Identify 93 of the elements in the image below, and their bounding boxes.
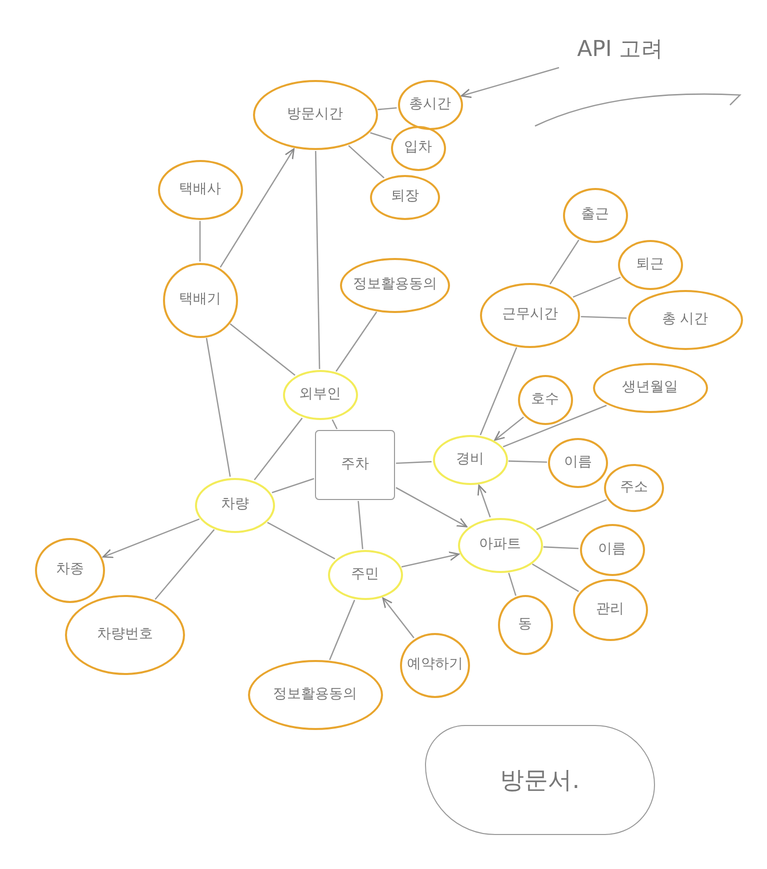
topic-bubble (340, 258, 450, 312)
bubble-label: 주소 (620, 480, 648, 496)
connector-line (572, 276, 621, 298)
connector-line (332, 419, 338, 430)
arrow (460, 67, 560, 98)
connector-line (508, 460, 548, 463)
topic-bubble (518, 375, 572, 425)
topic-bubble (328, 550, 402, 600)
note-box (425, 725, 655, 835)
connector-line (199, 221, 201, 262)
topic-bubble (592, 363, 708, 413)
connector-line (272, 478, 314, 494)
topic-bubble (252, 80, 378, 150)
bubble-label: 호수 (531, 392, 559, 408)
arrow (477, 484, 491, 518)
topic-bubble (248, 660, 382, 730)
bubble-label: 차량번호 (97, 627, 153, 643)
bubble-label: 차량 (221, 497, 249, 513)
bubble-label: 주민 (351, 567, 379, 583)
bubble-label: 차종 (56, 562, 84, 578)
bubble-label: 총 시간 (662, 312, 708, 328)
connector-line (370, 132, 392, 140)
topic-bubble (162, 262, 238, 338)
bubble-label: 경비 (456, 452, 484, 468)
arrow (102, 518, 200, 558)
topic-bubble (548, 438, 608, 488)
bubble-label: 택배기 (179, 292, 221, 308)
bubble-label: 외부인 (299, 387, 341, 403)
topic-bubble (195, 478, 275, 532)
bubble-label: 입차 (404, 140, 432, 156)
connector-line (329, 600, 356, 660)
bubble-label: 근무시간 (502, 307, 558, 323)
bubble-label: 이름 (598, 542, 626, 558)
bubble-label: 총시간 (409, 97, 451, 113)
connector-line (502, 404, 607, 448)
bubble-label: 정보활용동의 (353, 277, 437, 293)
bubble-label: 생년월일 (622, 380, 678, 396)
topic-bubble (400, 632, 470, 698)
topic-bubble (628, 290, 742, 350)
connector-line (396, 461, 432, 464)
topic-bubble (480, 282, 580, 348)
topic-bubble (398, 80, 462, 130)
bubble-label: 관리 (596, 602, 624, 618)
connector-line (580, 316, 627, 319)
bubble-label: 방문서. (500, 766, 580, 794)
bubble-label: 아파트 (479, 537, 521, 553)
topic-bubble (158, 160, 242, 220)
topic-bubble (390, 126, 446, 170)
arrow (220, 148, 295, 268)
topic-bubble (572, 579, 648, 641)
bubble-label: 이름 (564, 455, 592, 471)
connector-line (536, 499, 607, 530)
connector-line (315, 150, 320, 370)
bubble-label: 퇴근 (636, 257, 664, 273)
connector-line (254, 418, 303, 480)
connector-line (532, 564, 579, 592)
bubble-label: 예약하기 (407, 657, 463, 673)
arrow (401, 551, 460, 568)
arrow (494, 416, 524, 441)
connector-line (549, 240, 580, 285)
connector-line (543, 546, 579, 550)
connector-line (206, 338, 231, 477)
bubble-label: 주차 (341, 457, 369, 473)
topic-bubble (562, 188, 628, 242)
connector-line (378, 107, 397, 110)
connector-line (336, 312, 378, 372)
bubble-label: 택배사 (179, 182, 221, 198)
topic-bubble (282, 370, 358, 420)
topic-bubble (432, 435, 508, 485)
connector-line (480, 347, 518, 436)
topic-bubble (35, 538, 105, 602)
connector-line (508, 572, 516, 596)
connector-line (348, 145, 384, 178)
bubble-label: 동 (518, 617, 532, 633)
topic-bubble (498, 595, 552, 655)
bubble-label: 퇴장 (391, 189, 419, 205)
connector-line (358, 500, 364, 550)
topic-card (315, 430, 395, 500)
arrow (382, 597, 414, 638)
arrow (396, 487, 468, 528)
topic-bubble (370, 174, 440, 220)
bubble-label: 출근 (581, 207, 609, 223)
bubble-label: 정보활용동의 (273, 687, 357, 703)
topic-bubble (458, 518, 542, 572)
topic-bubble (618, 240, 682, 290)
topic-bubble (580, 524, 644, 576)
connector-line (154, 529, 215, 600)
bubble-label: 방문시간 (287, 107, 343, 123)
topic-bubble (604, 464, 664, 512)
note-text: API 고려 (577, 38, 663, 62)
topic-bubble (65, 595, 185, 675)
connector-line (267, 522, 336, 560)
connector-line (230, 323, 296, 376)
